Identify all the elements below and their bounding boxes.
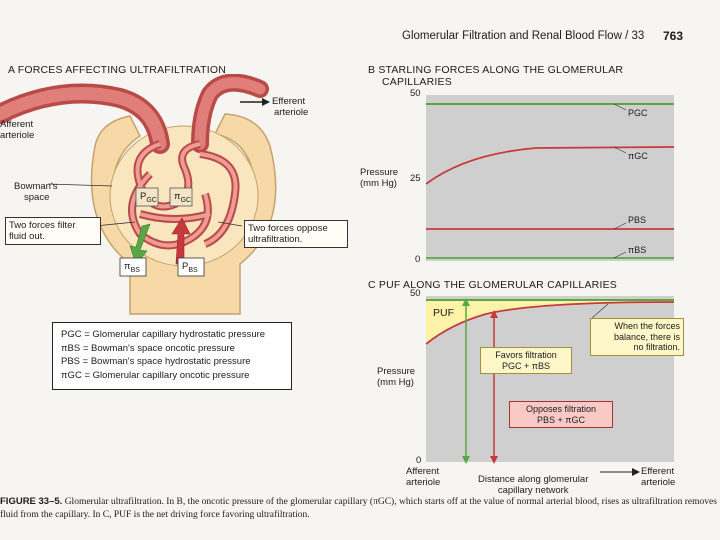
figure-label: FIGURE 33–5. xyxy=(0,496,63,507)
pbs-label: PBS xyxy=(628,215,647,225)
red-opposing-arrow xyxy=(171,217,191,265)
caption-text: Glomerular ultrafiltration. In B, the on… xyxy=(0,497,717,520)
legend-item: PGC = Glomerular capillary hydrostatic p… xyxy=(61,329,266,340)
pbs-box xyxy=(177,257,205,277)
pgc-label: PGC xyxy=(628,108,648,118)
puf-label: PUF xyxy=(433,307,454,319)
b-ylabel: Pressure(mm Hg) xyxy=(360,167,399,189)
glomerulus-diagram xyxy=(0,74,277,315)
figure-caption: FIGURE 33–5. Glomerular ultrafiltration.… xyxy=(0,496,720,521)
pgc-symbol: PGC xyxy=(140,191,157,204)
pgc-box xyxy=(135,187,159,207)
green-filtration-arrow xyxy=(129,223,151,265)
puf-area xyxy=(426,300,674,344)
legend-item: πGC = Glomerular capillary oncotic press… xyxy=(61,369,250,381)
legend-item: PBS = Bowman's space hydrostatic pressur… xyxy=(61,356,251,367)
running-header: Glomerular Filtration and Renal Blood Fl… xyxy=(402,30,645,42)
page-number: 763 xyxy=(663,29,684,43)
panel-a-title: A FORCES AFFECTING ULTRAFILTRATION xyxy=(8,64,226,76)
c-tick-50: 50 xyxy=(410,288,421,299)
plot-b-background xyxy=(426,95,674,261)
c-tick-0: 0 xyxy=(416,455,422,466)
pigc-curve xyxy=(426,146,675,185)
pigc-symbol: πGC xyxy=(174,191,192,204)
pigc-box xyxy=(169,187,193,207)
b-tick-50: 50 xyxy=(410,88,421,99)
pigc-label: πGC xyxy=(628,151,648,161)
panel-c-title: C PUF ALONG THE GLOMERULAR CAPILLARIES xyxy=(368,279,617,291)
distance-arrow xyxy=(600,468,640,476)
b-tick-25: 25 xyxy=(410,173,421,184)
starling-forces-plot xyxy=(426,95,675,261)
pibs-box xyxy=(119,257,147,277)
symbol-legend: PGC = Glomerular capillary hydrostatic p… xyxy=(52,322,292,390)
legend-item: πBS = Bowman's space oncotic pressure xyxy=(61,342,235,354)
pbs-symbol: PBS xyxy=(182,261,198,274)
b-tick-0: 0 xyxy=(415,254,421,265)
pbs-pigc-curve xyxy=(426,301,675,345)
c-ylabel: Pressure(mm Hg) xyxy=(377,366,416,388)
pibs-label: πBS xyxy=(628,245,647,255)
pibs-symbol: πBS xyxy=(124,261,140,274)
